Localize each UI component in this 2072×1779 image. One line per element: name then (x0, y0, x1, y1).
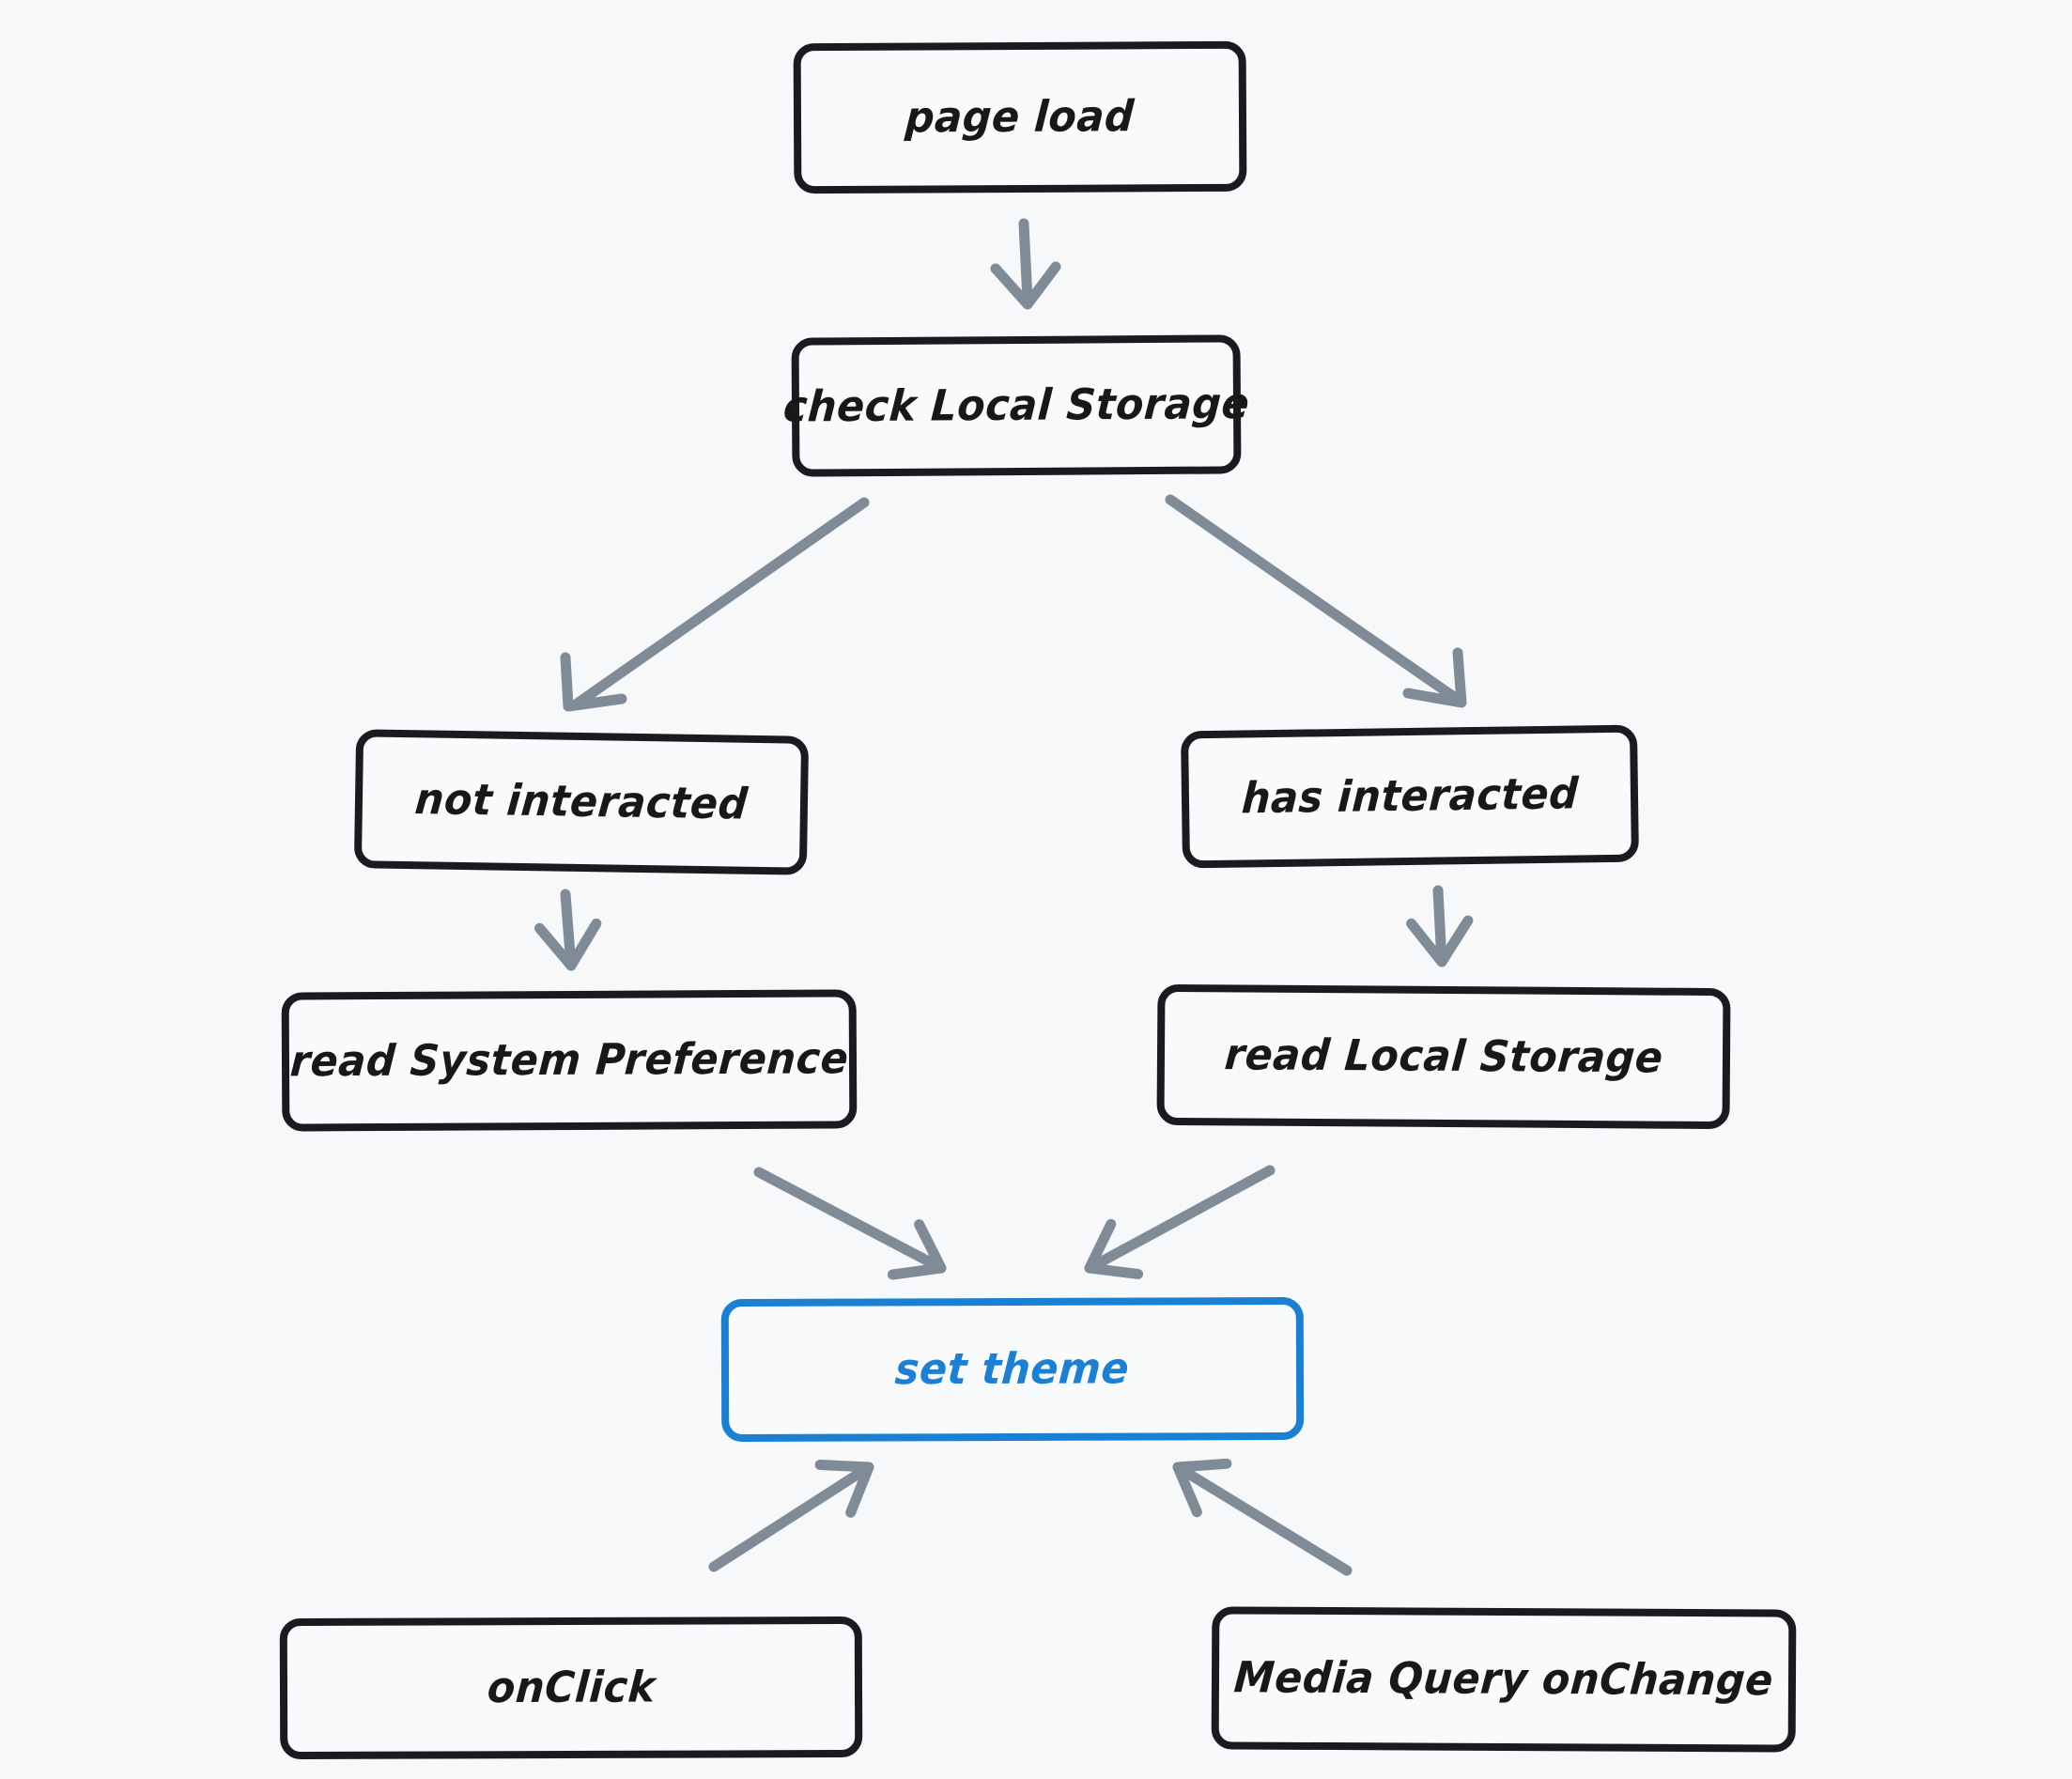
node-label: read System Preference (288, 1033, 850, 1087)
edge-check-local-storage-to-has-interacted (1165, 494, 1467, 708)
edge-arrowhead (1084, 1218, 1144, 1279)
edge-line (1165, 494, 1460, 703)
node-on-click[interactable]: onClick (279, 1616, 863, 1760)
node-read-local-storage[interactable]: read Local Storage (1156, 983, 1731, 1130)
edge-on-click-to-set-theme (708, 1460, 874, 1572)
edge-has-interacted-to-read-local-storage (1406, 885, 1474, 967)
edge-read-local-storage-to-set-theme (1084, 1165, 1276, 1279)
node-label: set theme (893, 1343, 1132, 1395)
edge-arrowhead (1402, 647, 1467, 708)
edge-arrowhead (534, 918, 602, 971)
edge-arrowhead (560, 652, 627, 712)
node-label: page load (904, 91, 1137, 143)
node-set-theme[interactable]: set theme (720, 1296, 1305, 1443)
node-check-local-storage[interactable]: check Local Storage (781, 334, 1251, 477)
node-label: onClick (485, 1662, 657, 1713)
edge-not-interacted-to-read-system-preference (534, 889, 602, 971)
node-label: has interacted (1240, 768, 1580, 824)
edge-line (1084, 1165, 1276, 1274)
edge-line (570, 497, 870, 710)
edge-page-load-to-check-local-storage (990, 218, 1061, 310)
edge-arrowhead (1406, 915, 1474, 967)
edge-read-system-preference-to-set-theme (753, 1167, 947, 1280)
node-read-system-preference[interactable]: read System Preference (281, 989, 858, 1132)
edge-line (560, 889, 577, 971)
edge-check-local-storage-to-not-interacted (560, 497, 870, 712)
edge-arrowhead (1172, 1458, 1232, 1518)
node-page-load[interactable]: page load (793, 40, 1247, 194)
node-label: Media Query onChange (1232, 1652, 1775, 1706)
node-has-interacted[interactable]: has interacted (1181, 724, 1639, 869)
edge-media-query-onchange-to-set-theme (1172, 1458, 1353, 1576)
edge-arrowhead (990, 261, 1061, 310)
edge-line (1172, 1462, 1353, 1576)
edge-line (1432, 885, 1447, 967)
node-not-interacted[interactable]: not interacted (353, 729, 810, 875)
node-label: check Local Storage (781, 379, 1251, 432)
node-label: read Local Storage (1222, 1029, 1665, 1083)
edge-arrowhead (888, 1219, 947, 1280)
node-media-query-onchange[interactable]: Media Query onChange (1211, 1606, 1797, 1753)
node-label: not interacted (412, 774, 750, 829)
edge-line (708, 1462, 874, 1572)
edge-arrowhead (814, 1460, 874, 1518)
edge-line (1018, 218, 1033, 306)
edge-line (753, 1167, 947, 1274)
